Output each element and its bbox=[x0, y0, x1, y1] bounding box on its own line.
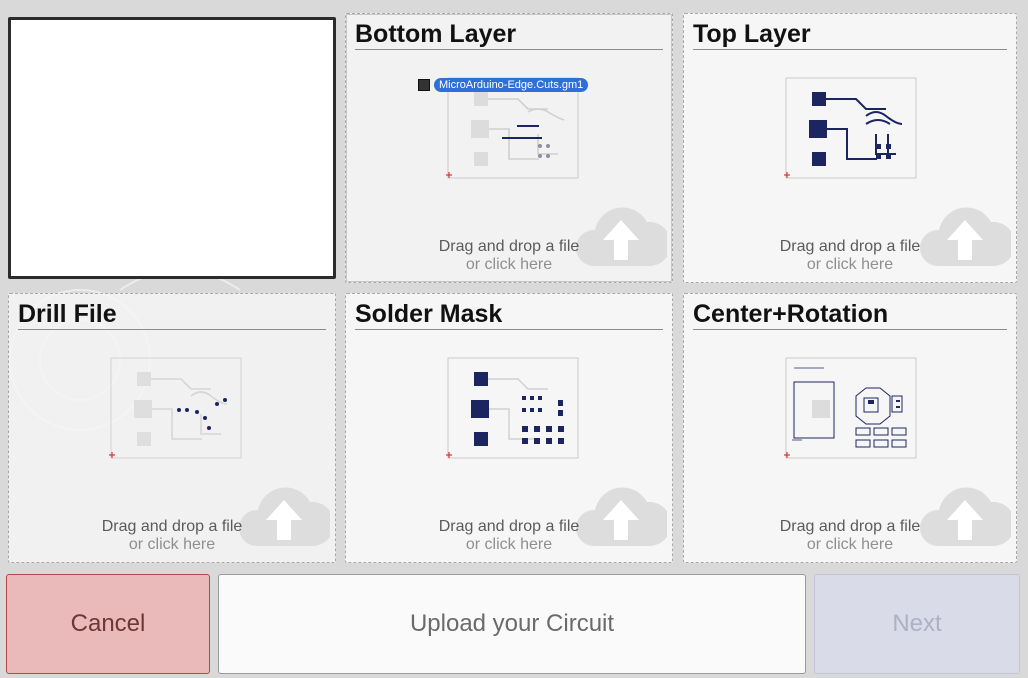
tile-title: Top Layer bbox=[693, 19, 1007, 50]
drill-file-dropzone[interactable]: Drill File Drag and bbox=[8, 293, 336, 563]
tile-title: Bottom Layer bbox=[355, 19, 663, 50]
drop-hint-line2: or click here bbox=[128, 536, 216, 553]
upload-cloud-icon bbox=[238, 487, 330, 546]
pcb-thumbnail-icon bbox=[446, 77, 579, 179]
drop-hint-line1: Drag and drop a file bbox=[438, 238, 580, 255]
pcb-thumbnail-icon bbox=[109, 357, 242, 459]
solder-mask-dropzone[interactable]: Solder Mask bbox=[345, 293, 673, 563]
footer-bar: Cancel Upload your Circuit Next bbox=[0, 570, 1028, 678]
drop-hint: Drag and drop a file or click here bbox=[9, 518, 335, 554]
tile-title: Drill File bbox=[18, 299, 326, 330]
next-button[interactable]: Next bbox=[814, 574, 1020, 674]
drop-hint: Drag and drop a file or click here bbox=[346, 518, 672, 554]
drop-hint-line1: Drag and drop a file bbox=[101, 518, 243, 535]
upload-cloud-icon bbox=[575, 487, 667, 546]
board-preview-panel bbox=[8, 17, 336, 279]
upload-cloud-icon bbox=[919, 487, 1011, 546]
upload-cloud-icon bbox=[575, 207, 667, 266]
drop-hint-line2: or click here bbox=[465, 536, 553, 553]
pcb-thumbnail-icon bbox=[784, 357, 917, 459]
drop-hint-line1: Drag and drop a file bbox=[779, 518, 921, 535]
top-layer-dropzone[interactable]: Top Layer Drag and d bbox=[683, 13, 1017, 283]
drop-hint-line1: Drag and drop a file bbox=[779, 238, 921, 255]
tile-title: Center+Rotation bbox=[693, 299, 1007, 330]
center-rotation-dropzone[interactable]: Center+Rotation bbox=[683, 293, 1017, 563]
drop-hint-line1: Drag and drop a file bbox=[438, 518, 580, 535]
drop-hint-line2: or click here bbox=[806, 536, 894, 553]
tile-title: Solder Mask bbox=[355, 299, 663, 330]
drop-hint: Drag and drop a file or click here bbox=[684, 518, 1016, 554]
drop-hint-line2: or click here bbox=[806, 256, 894, 273]
upload-circuit-title: Upload your Circuit bbox=[218, 574, 806, 674]
bottom-layer-dropzone[interactable]: Bottom Layer MicroArduino-Edge.Cuts.gm1 bbox=[345, 13, 673, 283]
drop-hint: Drag and drop a file or click here bbox=[346, 238, 672, 274]
drop-hint-line2: or click here bbox=[465, 256, 553, 273]
cancel-button[interactable]: Cancel bbox=[6, 574, 210, 674]
file-icon bbox=[418, 79, 430, 91]
pcb-thumbnail-icon bbox=[784, 77, 917, 179]
file-upload-grid: Bottom Layer MicroArduino-Edge.Cuts.gm1 bbox=[8, 13, 1017, 563]
dragged-file-name: MicroArduino-Edge.Cuts.gm1 bbox=[434, 78, 589, 92]
upload-cloud-icon bbox=[919, 207, 1011, 266]
drop-hint: Drag and drop a file or click here bbox=[684, 238, 1016, 274]
pcb-thumbnail-icon bbox=[446, 357, 579, 459]
dragged-file-chip[interactable]: MicroArduino-Edge.Cuts.gm1 bbox=[418, 78, 589, 92]
